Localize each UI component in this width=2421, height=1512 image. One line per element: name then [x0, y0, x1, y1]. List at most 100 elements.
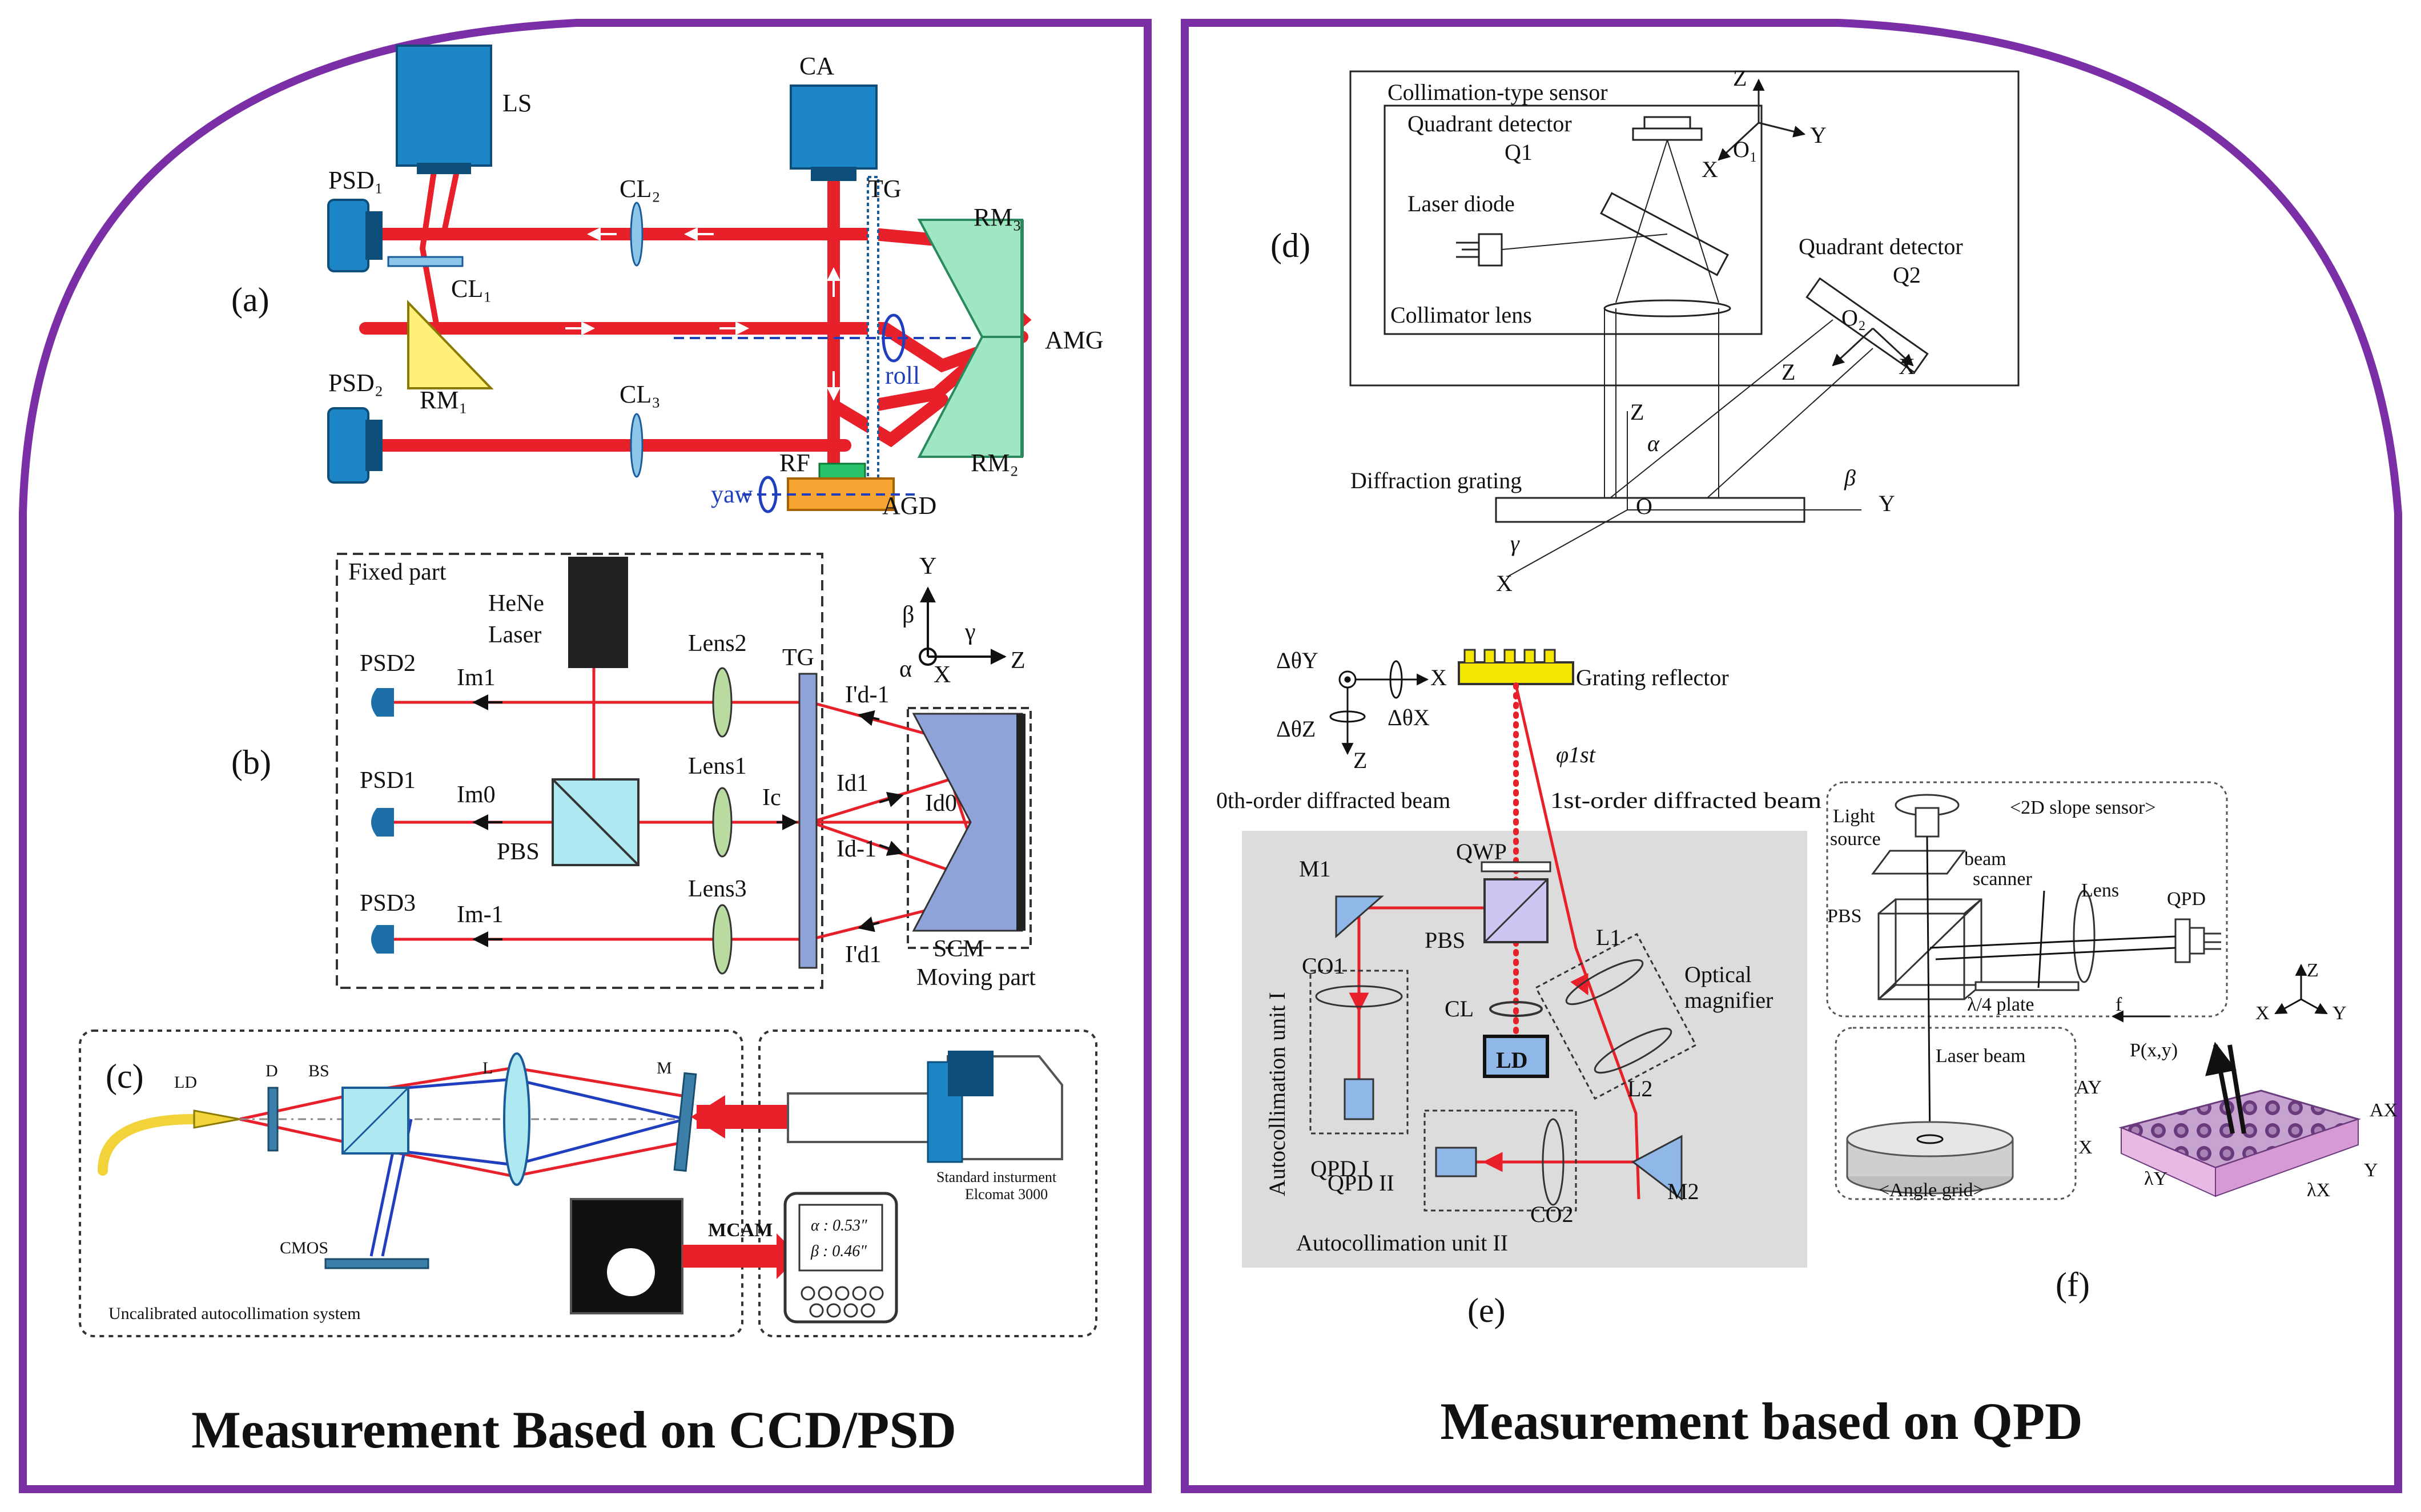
- b-lens2: [712, 667, 733, 738]
- f-label-angle-grid: <Angle grid>: [1879, 1180, 1984, 1201]
- f-label-qpd: QPD: [2167, 888, 2206, 910]
- c-autocollimation-box: [79, 1030, 743, 1337]
- b-axis-gamma: γ: [964, 619, 976, 645]
- tg-grating: [867, 176, 879, 481]
- rm3-mirror: [917, 219, 1023, 338]
- c-label-l: L: [482, 1059, 493, 1077]
- f-qpd: [2174, 918, 2221, 963]
- rf-block: [818, 463, 866, 480]
- a-label-cl3: CL₃: [620, 380, 661, 408]
- e-label-l2: L2: [1627, 1076, 1652, 1101]
- a-label-roll: roll: [885, 361, 920, 389]
- b-beam-ipd-1: I'd-1: [845, 682, 890, 708]
- d-label-collimation: Collimation-type sensor: [1388, 79, 1608, 105]
- diagram-e: [1242, 649, 1807, 1268]
- f-label-light: Light: [1833, 806, 1875, 827]
- f-label-scanner: scanner: [1973, 868, 2033, 890]
- d-label-quadrant2: Quadrant detector: [1799, 234, 1963, 259]
- e-l1-lens: [1565, 959, 1644, 1006]
- e-label-qpd2: QPD II: [1328, 1170, 1394, 1196]
- f-label-ay: AY: [2076, 1077, 2102, 1098]
- a-label-ca: CA: [799, 52, 834, 80]
- a-label-agd: AGD: [882, 492, 936, 520]
- d-angle-gamma: γ: [1510, 530, 1520, 556]
- e-label-m2: M2: [1667, 1179, 1699, 1204]
- f-label-laser-beam: Laser beam: [1936, 1045, 2026, 1067]
- d-angle-alpha: α: [1647, 431, 1660, 456]
- e-cl-lens: [1489, 1001, 1543, 1017]
- d-label-q1: Q1: [1505, 139, 1533, 165]
- e-label-magnifier: magnifier: [1684, 987, 1773, 1013]
- panel-tag-d: (d): [1270, 227, 1310, 264]
- f-label-lambda-y: λY: [2144, 1168, 2167, 1189]
- f-angle-grid: [1846, 1121, 2014, 1157]
- e-m2-mirror: [1631, 1135, 1683, 1201]
- f-angle-grid-box: [1835, 1027, 2077, 1200]
- b-label-psd2: PSD2: [360, 650, 416, 677]
- e-qwp: [1481, 861, 1551, 872]
- c-label-uncal: Uncalibrated autocollimation system: [108, 1304, 361, 1323]
- right-panel-frame: [1181, 19, 2402, 1493]
- b-lens1: [712, 787, 733, 858]
- d-outer-box: [1349, 70, 2020, 387]
- d-axis-z1: Z: [1733, 65, 1747, 91]
- psd2-detector: [327, 407, 383, 484]
- b-label-lens1: Lens1: [688, 753, 747, 779]
- b-scm-mirror: [912, 713, 1023, 932]
- b-tg-grating: [798, 673, 818, 969]
- c-mirror: [673, 1072, 697, 1172]
- e-label-cl: CL: [1445, 996, 1474, 1022]
- c-label-standard: Standard insturment: [936, 1169, 1057, 1185]
- f-lens: [2073, 890, 2096, 983]
- b-label-fixed: Fixed part: [348, 559, 447, 585]
- e-rot-x: ΔθX: [1388, 705, 1430, 730]
- e-optical-magnifier-box: [1535, 932, 1697, 1100]
- e-angle-phi: φ1st: [1556, 742, 1596, 767]
- f-label-plate: λ/4 plate: [1967, 994, 2034, 1015]
- f-label-beam: beam: [1964, 849, 2006, 870]
- panel-tag-e: (e): [1467, 1292, 1506, 1329]
- d-origin-o1: O₁: [1733, 136, 1758, 162]
- f-label-ax: AX: [2370, 1100, 2398, 1121]
- a-label-rm2: RM₂: [971, 449, 1019, 477]
- e-autocollimation-1-box: [1309, 970, 1409, 1135]
- f-slope-sensor-box: [1826, 781, 2228, 1018]
- ls-source: [396, 45, 492, 167]
- f-axis-z: Z: [2307, 960, 2319, 981]
- a-label-psd2: PSD₂: [328, 369, 383, 397]
- d-axis-y1: Y: [1810, 122, 1827, 148]
- b-label-psd3: PSD3: [360, 890, 416, 916]
- a-label-psd1: PSD₁: [328, 166, 383, 194]
- e-rot-y: ΔθY: [1276, 648, 1318, 673]
- b-psd3: [371, 925, 394, 954]
- e-label-l1: L1: [1596, 924, 1621, 950]
- panel-tag-a: (a): [231, 281, 270, 319]
- a-label-tg: TG: [868, 175, 902, 203]
- c-label-d: D: [266, 1061, 278, 1080]
- c-label-ld: LD: [174, 1073, 197, 1092]
- right-panel-title: Measurement based on QPD: [1440, 1392, 2082, 1450]
- e-label-unit1: Autocollimation unit I: [1264, 992, 1290, 1196]
- diagram-a: LS CA TG PSD₁ CL₂ RM₃ CL₁ AMG RM₁ roll P…: [231, 45, 1104, 520]
- d-axis-x1: X: [1702, 156, 1718, 182]
- a-label-yaw: yaw: [711, 480, 753, 508]
- e-label-optical: Optical: [1684, 962, 1752, 987]
- cl1-lens: [387, 256, 464, 267]
- e-label-qwp: QWP: [1456, 839, 1507, 864]
- b-psd1: [371, 808, 394, 837]
- e-co1-lens: [1315, 985, 1403, 1008]
- f-pbs-cube: [1877, 898, 1982, 1000]
- d-label-grating: Diffraction grating: [1350, 468, 1522, 493]
- b-beam-id-1: Id-1: [837, 836, 876, 862]
- d-collimation-sensor-box: [1384, 104, 1763, 335]
- a-label-rf: RF: [779, 449, 810, 477]
- b-label-psd1: PSD1: [360, 767, 416, 794]
- e-label-co1: CO1: [1302, 953, 1345, 979]
- f-label-y: Y: [2364, 1160, 2378, 1181]
- d-angle-beta: β: [1844, 465, 1856, 490]
- e-label-grating: Grating reflector: [1576, 665, 1729, 690]
- e-label-qpd1: QPD I: [1310, 1156, 1369, 1181]
- f-label-f: f: [2116, 994, 2122, 1015]
- a-label-amg: AMG: [1045, 326, 1104, 354]
